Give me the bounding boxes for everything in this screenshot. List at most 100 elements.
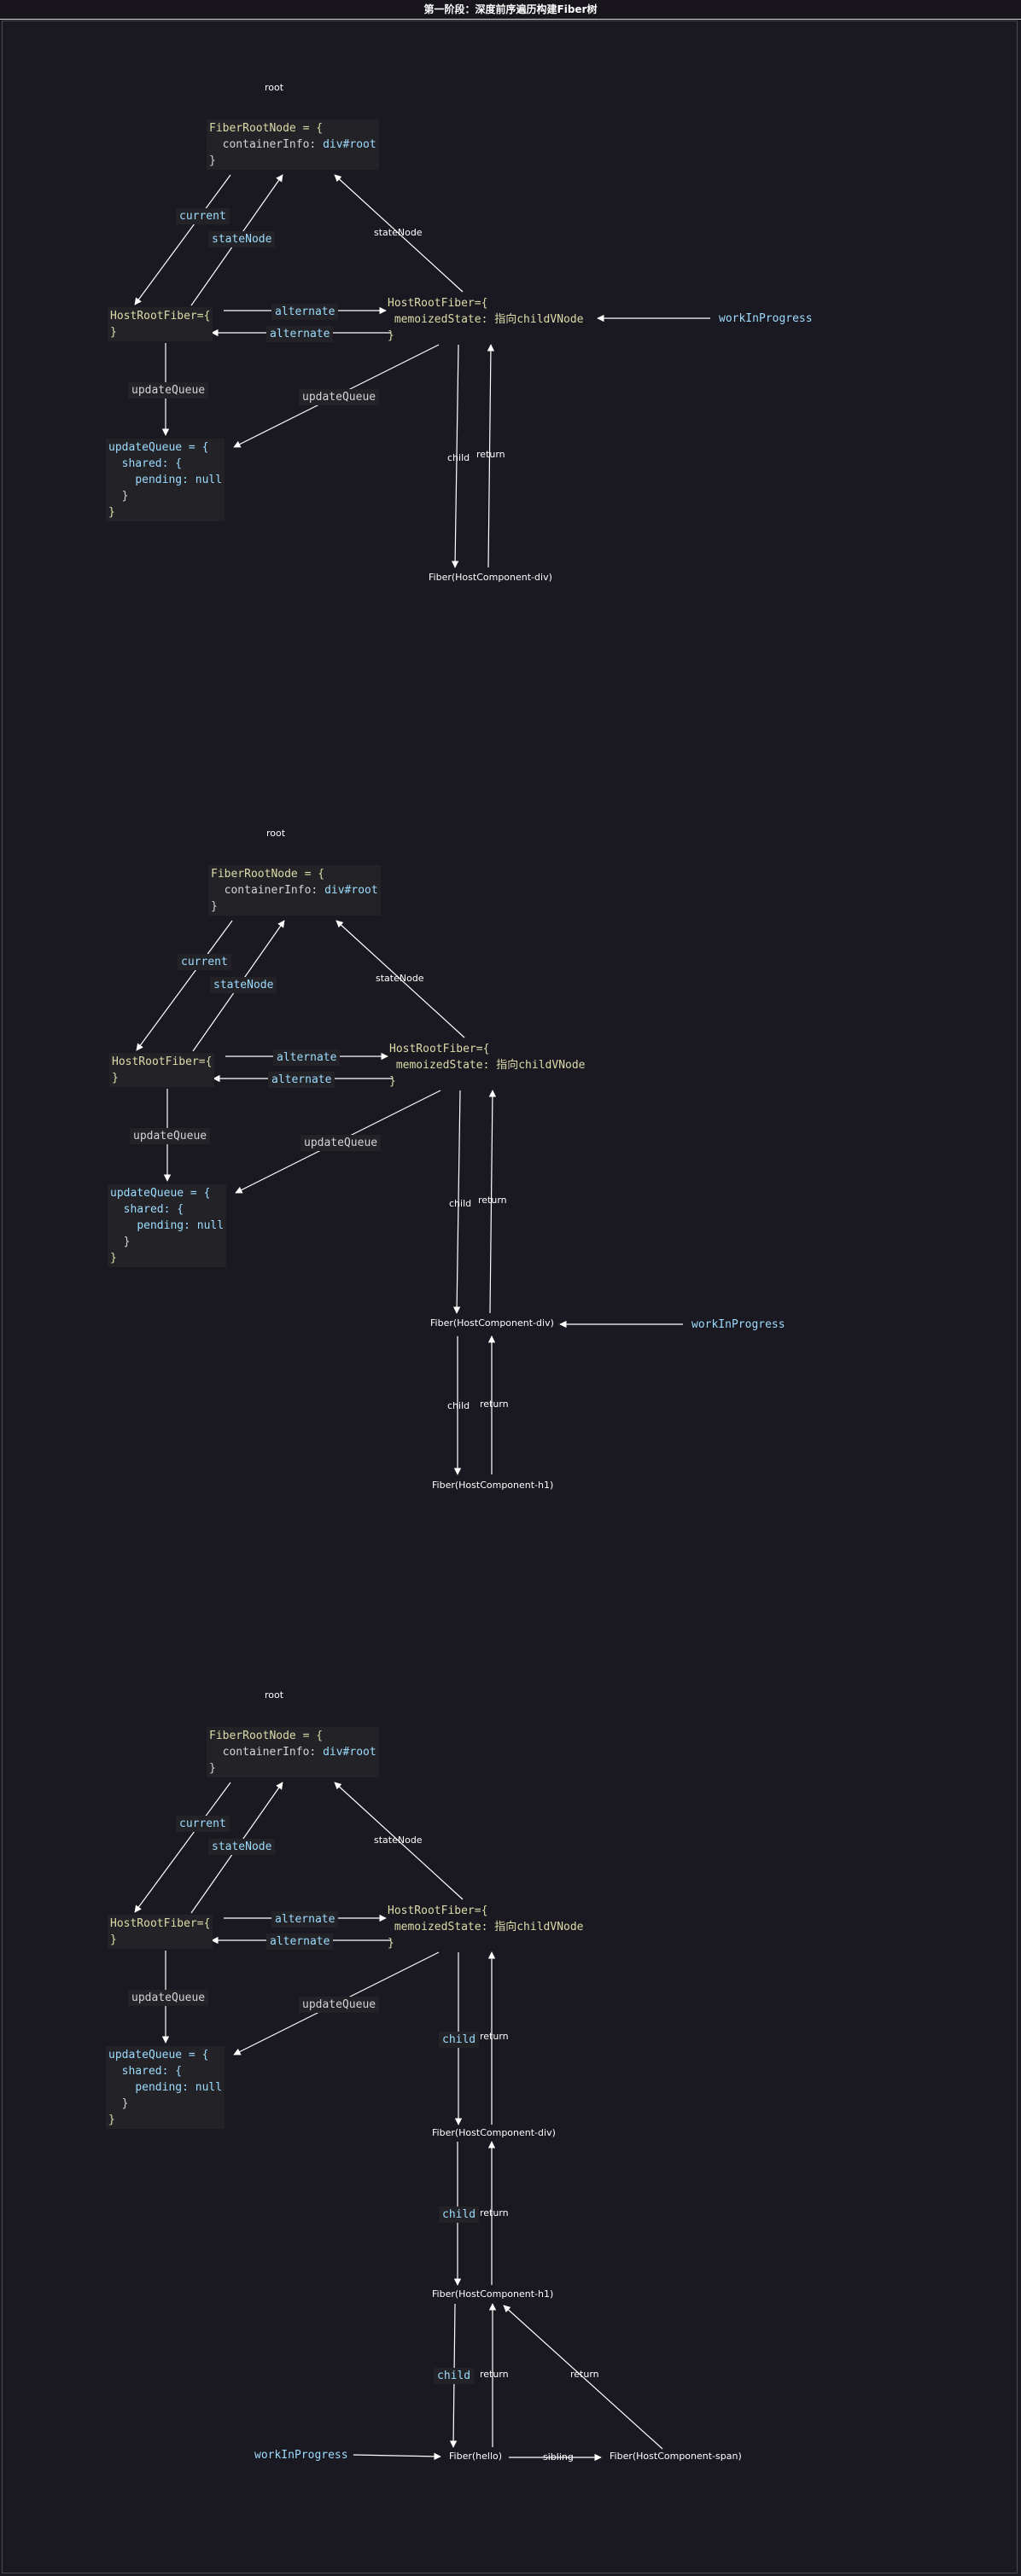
stage2-return-label-1-part: return xyxy=(478,1195,507,1206)
stage3-work-in-progress: workInProgress xyxy=(254,2447,348,2463)
stage2-statenode-label-right-part: stateNode xyxy=(376,973,424,984)
stage3-root-label: root xyxy=(265,1689,283,1701)
stage3-statenode-label-left-part: stateNode xyxy=(212,1840,272,1853)
stage1-return-label-1-part: return xyxy=(476,449,505,460)
stage2-child-arrow-1 xyxy=(452,1090,461,1314)
stage1-statenode-label-left-part: stateNode xyxy=(212,233,272,246)
stage2-child-label-1: child xyxy=(449,1198,471,1210)
diagram-frame xyxy=(2,20,1018,2573)
stage2-work-in-progress-part: workInProgress xyxy=(691,1318,785,1331)
stage1-updatequeue-label-left-part: updateQueue xyxy=(131,384,206,397)
stage3-current-label-part: current xyxy=(179,1817,226,1830)
stage3-child-label-2-part: child xyxy=(442,2208,476,2221)
stage2-child-label-2-part: child xyxy=(447,1400,470,1411)
stage1-root-label-part: root xyxy=(265,82,284,93)
stage2-fiber-root-node: FiberRootNode = { containerInfo: div#roo… xyxy=(208,865,381,916)
stage3-updatequeue-label-left: updateQueue xyxy=(128,1990,209,2006)
stage3-statenode-label-right-part: stateNode xyxy=(374,1835,423,1846)
stage3-host-root-fiber-right-part: memoizedState: 指向childVNode xyxy=(394,1921,584,1933)
stage3-fiber-h1: Fiber(HostComponent-h1) xyxy=(432,2288,553,2300)
stage2-update-queue-object-part: null xyxy=(196,1219,225,1232)
stage2-alternate-bottom-label-part: alternate xyxy=(271,1073,332,1086)
stage2-fiber-root-node-part: FiberRootNode = { xyxy=(211,868,325,881)
stage1-updatequeue-label-right-part: updateQueue xyxy=(302,391,376,404)
stage2-fiber-root-node-part: containerInfo: xyxy=(224,884,325,897)
stage2-current-label-part: current xyxy=(181,956,228,968)
stage1-host-root-fiber-left-part: HostRootFiber={ xyxy=(110,310,211,323)
stage3-return-label-2-part: return xyxy=(480,2207,509,2218)
stage1-fiber-root-node-part: containerInfo: xyxy=(222,138,324,151)
stage2-root-label: root xyxy=(266,828,285,840)
stage3-child-label-1: child xyxy=(439,2032,480,2048)
stage1-current-arrow xyxy=(134,174,231,305)
stage3-child-label-3-part: child xyxy=(437,2370,471,2382)
stage1-child-label-1: child xyxy=(447,452,470,464)
stage3-current-arrow xyxy=(134,1782,231,1913)
stage2-alternate-top-label-part: alternate xyxy=(277,1051,337,1064)
stage2-current-label: current xyxy=(178,954,231,970)
stage3-wip-arrow xyxy=(353,2452,441,2461)
stage2-update-queue-object-part: updateQueue = { xyxy=(110,1187,211,1200)
stage2-fiber-root-node-part: } xyxy=(211,900,218,913)
stage3-host-root-fiber-left-part: HostRootFiber={ xyxy=(110,1917,211,1930)
stage1-statenode-label-left: stateNode xyxy=(208,231,276,247)
stage2-host-root-fiber-left-part: } xyxy=(112,1072,119,1084)
stage3-updatequeue-label-right-part: updateQueue xyxy=(302,1998,376,2011)
stage3-statenode-label-right: stateNode xyxy=(374,1835,423,1846)
stage3-update-queue-object-part: } xyxy=(108,2114,115,2126)
stage1-updatequeue-label-right: updateQueue xyxy=(299,389,380,405)
stage3-alternate-bottom-label: alternate xyxy=(266,1933,334,1950)
stage3-root-label-part: root xyxy=(265,1689,284,1701)
stage2-host-root-fiber-right-part: HostRootFiber={ xyxy=(389,1043,490,1055)
stage3-return-label-3-part: return xyxy=(480,2369,509,2380)
stage2-statenode-arrow-right xyxy=(335,920,465,1038)
title-bar: 第一阶段：深度前序遍历构建Fiber树 xyxy=(0,0,1021,20)
stage2-updatequeue-label-right: updateQueue xyxy=(300,1135,382,1151)
stage2-updatequeue-label-left: updateQueue xyxy=(130,1128,211,1144)
stage3-fiber-root-node-part: } xyxy=(209,1762,216,1775)
stage1-return-label-1: return xyxy=(476,449,505,461)
stage2-fiber-div: Fiber(HostComponent-div) xyxy=(430,1317,554,1329)
stage1-current-label: current xyxy=(176,208,230,224)
stage3-fiber-hello: Fiber(hello) xyxy=(449,2451,502,2463)
stage1-host-root-fiber-left: HostRootFiber={} xyxy=(108,307,213,341)
stage3-return-label-1-part: return xyxy=(480,2031,509,2042)
stage2-update-queue-object-part: } xyxy=(110,1252,117,1265)
stage1-update-queue-object-part: } xyxy=(121,490,129,503)
stage2-root-label-part: root xyxy=(266,828,286,839)
stage3-sibling-label-part: sibling xyxy=(543,2451,574,2463)
stage1-update-queue-object-part: updateQueue = { xyxy=(108,441,209,454)
stage3-child-label-3: child xyxy=(434,2368,475,2384)
stage1-alternate-top-label: alternate xyxy=(271,304,339,320)
stage3-return-label-span: return xyxy=(570,2369,599,2381)
stage3-alternate-bottom-label-part: alternate xyxy=(270,1935,330,1948)
stage3-update-queue-object: updateQueue = { shared: { pending: null … xyxy=(106,2046,225,2129)
stage1-return-arrow-1 xyxy=(487,344,495,568)
stage2-fiber-root-node-part: div#root xyxy=(324,884,378,897)
stage1-fiber-root-node-part: div#root xyxy=(323,138,376,151)
stage2-update-queue-object: updateQueue = { shared: { pending: null … xyxy=(108,1184,227,1267)
stage1-host-root-fiber-right-part: HostRootFiber={ xyxy=(388,297,488,310)
stage3-statenode-label-left: stateNode xyxy=(208,1839,276,1855)
stage2-work-in-progress: workInProgress xyxy=(691,1317,785,1333)
stage1-host-root-fiber-left-part: } xyxy=(110,326,117,339)
stage1-update-queue-object-part: shared: { xyxy=(121,457,183,470)
stage3-child-label-2: child xyxy=(439,2207,480,2223)
stage3-update-queue-object-part: updateQueue = { xyxy=(108,2049,209,2061)
stage1-update-queue-object: updateQueue = { shared: { pending: null … xyxy=(106,439,225,521)
stage3-fiber-root-node-part: containerInfo: xyxy=(222,1746,324,1759)
stage1-child-label-1-part: child xyxy=(447,452,470,463)
stage1-host-root-fiber-right-part: memoizedState: 指向childVNode xyxy=(394,313,584,326)
stage3-statenode-arrow-right xyxy=(334,1782,464,1900)
stage3-return-arrow-span xyxy=(503,2305,663,2450)
stage2-return-label-2: return xyxy=(480,1398,509,1410)
stage2-child-label-1-part: child xyxy=(449,1198,472,1209)
stage3-current-label: current xyxy=(176,1816,230,1832)
stage2-alternate-bottom-label: alternate xyxy=(268,1072,335,1088)
stage2-child-label-2: child xyxy=(447,1400,470,1412)
stage2-update-queue-object-part: } xyxy=(123,1236,131,1248)
stage1-current-label-part: current xyxy=(179,210,226,223)
stage1-fiber-root-node-part: FiberRootNode = { xyxy=(209,122,324,135)
stage3-fiber-root-node-part: FiberRootNode = { xyxy=(209,1730,324,1742)
stage2-update-queue-object-part: pending: xyxy=(137,1219,197,1232)
